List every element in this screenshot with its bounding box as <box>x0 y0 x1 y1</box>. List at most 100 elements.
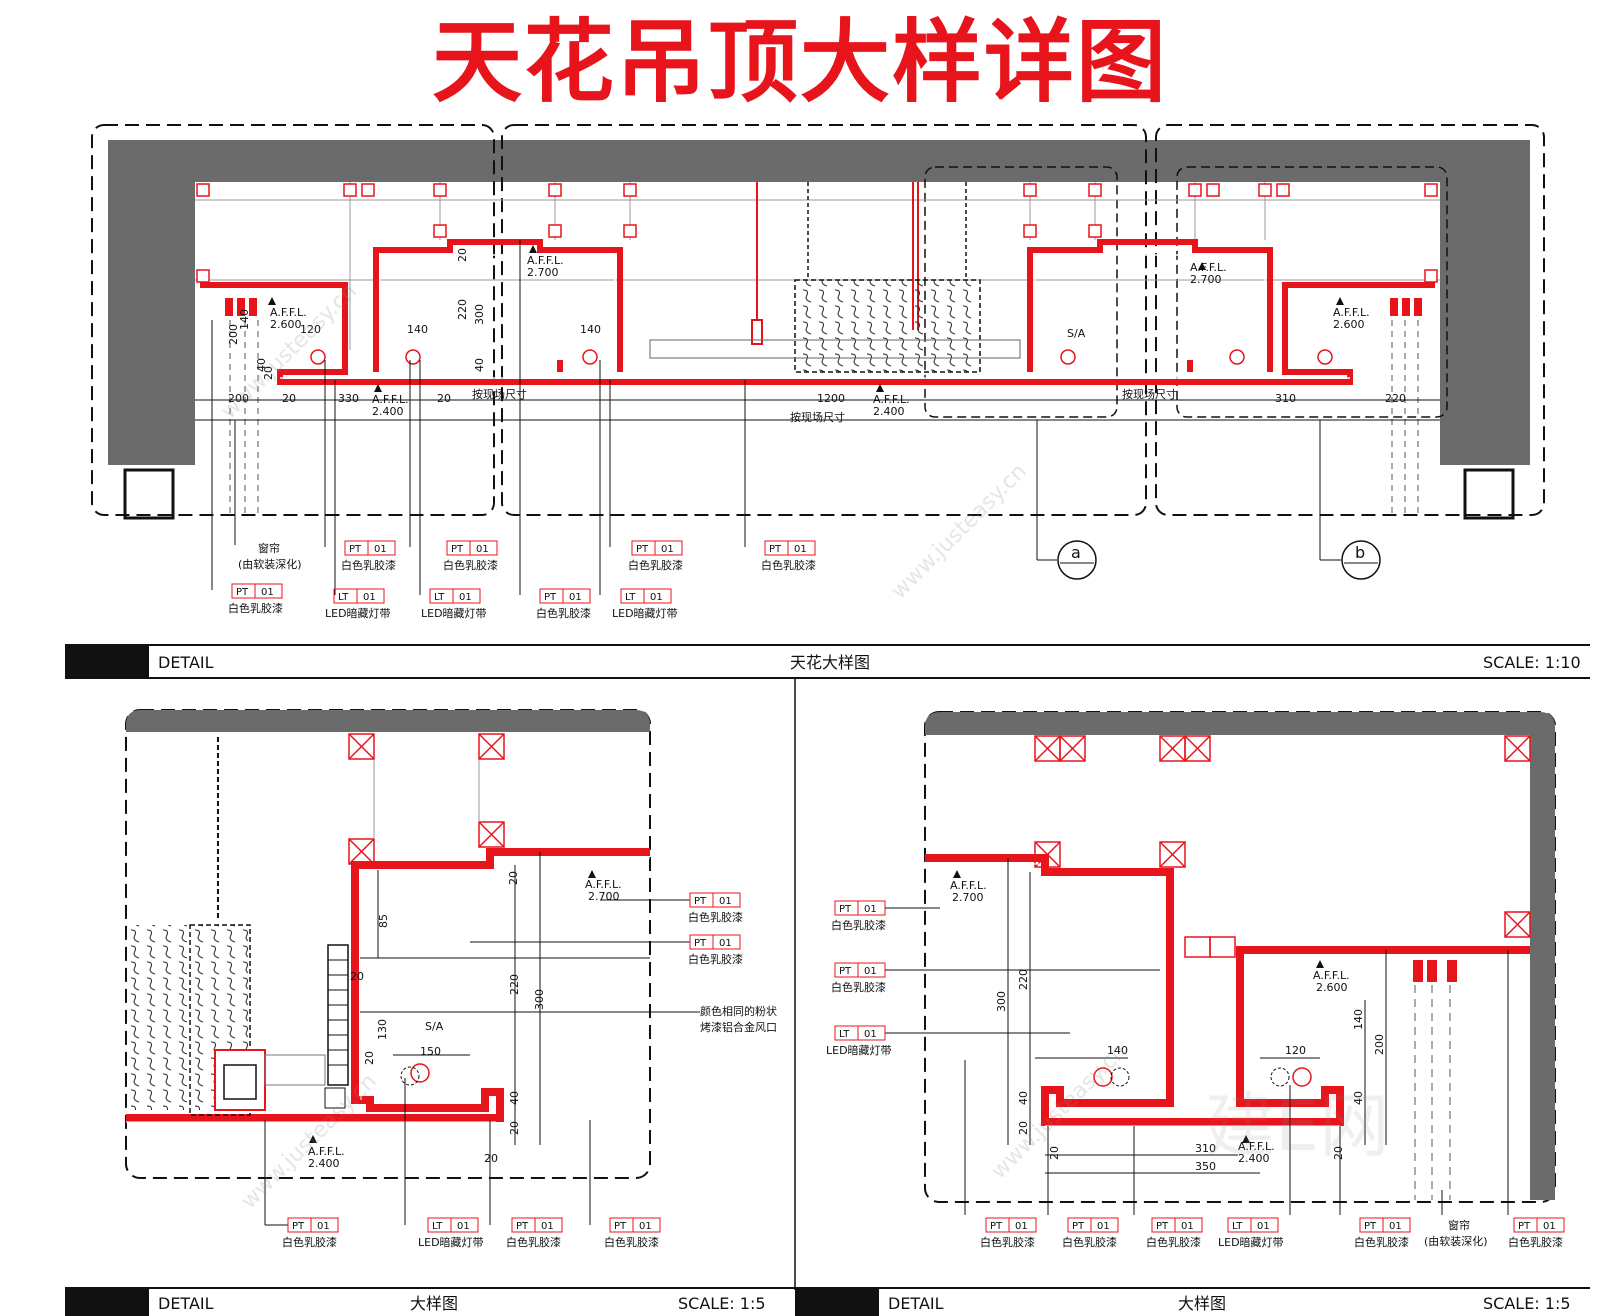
right-level-label-1: A.F.F.L. <box>950 879 987 892</box>
svg-text:01: 01 <box>864 904 877 915</box>
svg-text:PT: PT <box>544 592 557 603</box>
sa-label-left: S/A <box>425 1020 444 1033</box>
svg-text:01: 01 <box>650 592 663 603</box>
level-value-3: 2.400 <box>372 405 404 418</box>
left-dim-5: 300 <box>533 989 546 1010</box>
wall-top <box>108 140 1530 182</box>
dim-top-6: 200 <box>228 392 249 405</box>
left-level-label-1: A.F.F.L. <box>585 878 622 891</box>
right-dim-8: 350 <box>1195 1160 1216 1173</box>
svg-text:01: 01 <box>1389 1221 1402 1232</box>
svg-text:01: 01 <box>864 1029 877 1040</box>
level-label-1: A.F.F.L. <box>270 306 307 319</box>
left-level-label-2: A.F.F.L. <box>308 1145 345 1158</box>
right-dim-11: 200 <box>1373 1034 1386 1055</box>
right-level-value-2: 2.600 <box>1316 981 1348 994</box>
svg-text:PT: PT <box>839 904 852 915</box>
left-dim-4: 220 <box>508 974 521 995</box>
svg-text:01: 01 <box>476 544 489 555</box>
svg-text:01: 01 <box>719 896 732 907</box>
svg-text:LT: LT <box>434 592 445 603</box>
vent-note-2: 烤漆铝合金风口 <box>700 1020 777 1034</box>
svg-text:PT: PT <box>769 544 782 555</box>
ceiling-profile-top <box>200 239 1435 385</box>
svg-text:01: 01 <box>541 1221 554 1232</box>
svg-text:白色乳胶漆: 白色乳胶漆 <box>688 952 743 966</box>
sa-label-top: S/A <box>1067 327 1086 340</box>
level-label-5: A.F.F.L. <box>1190 261 1227 274</box>
dim-top-3: 40 <box>255 358 268 372</box>
section-callout-b <box>1341 540 1381 580</box>
dim-top-10: 140 <box>407 323 428 336</box>
top-title-bar: DETAIL 天花大样图 SCALE: 1:10 <box>65 644 1590 679</box>
svg-text:LED暗藏灯带: LED暗藏灯带 <box>1218 1235 1284 1249</box>
top-bar-center: 天花大样图 <box>790 653 870 672</box>
section-callout-a <box>1057 540 1097 580</box>
dim-top-5: 120 <box>300 323 321 336</box>
left-dim-2: 85 <box>377 914 390 928</box>
level-label-6: A.F.F.L. <box>1333 306 1370 319</box>
svg-text:PT: PT <box>839 966 852 977</box>
level-value-5: 2.700 <box>1190 273 1222 286</box>
svg-text:01: 01 <box>639 1221 652 1232</box>
top-section-drawing: A.F.F.L. 2.600 A.F.F.L. 2.700 A.F.F.L. 2… <box>91 124 1545 595</box>
svg-text:PT: PT <box>636 544 649 555</box>
right-bar-left: DETAIL <box>888 1294 944 1313</box>
tag-pt-right-b3: PT 01 白色乳胶漆 <box>1146 1217 1203 1249</box>
level-value-2: 2.700 <box>527 266 559 279</box>
dim-top-16: 按现场尺寸 <box>472 387 527 401</box>
svg-text:PT: PT <box>694 896 707 907</box>
right-dim-9: 120 <box>1285 1044 1306 1057</box>
dim-top-4: 20 <box>262 366 275 380</box>
svg-text:01: 01 <box>1097 1221 1110 1232</box>
svg-text:白色乳胶漆: 白色乳胶漆 <box>1146 1235 1201 1249</box>
svg-text:PT: PT <box>236 587 249 598</box>
svg-text:01: 01 <box>1181 1221 1194 1232</box>
watermark-logo-1: 建E网 <box>1205 1085 1389 1167</box>
svg-text:01: 01 <box>459 592 472 603</box>
wall-left <box>108 140 195 465</box>
right-title-bar: DETAIL 大样图 SCALE: 1:5 <box>795 1287 1590 1316</box>
svg-text:01: 01 <box>864 966 877 977</box>
dim-top-1: 140 <box>238 309 251 330</box>
right-dim-13: 20 <box>1332 1146 1345 1160</box>
right-dim-2: 220 <box>1017 969 1030 990</box>
svg-text:LT: LT <box>625 592 636 603</box>
svg-text:白色乳胶漆: 白色乳胶漆 <box>1062 1235 1117 1249</box>
level-label-2: A.F.F.L. <box>527 254 564 267</box>
svg-text:01: 01 <box>317 1221 330 1232</box>
svg-text:PT: PT <box>1072 1221 1085 1232</box>
dim-top-9: 20 <box>437 392 451 405</box>
svg-text:LED暗藏灯带: LED暗藏灯带 <box>826 1043 892 1057</box>
svg-text:PT: PT <box>349 544 362 555</box>
left-detail-drawing: A.F.F.L. 2.700 A.F.F.L. 2.400 20 85 20 2… <box>125 709 777 1226</box>
top-bar-left: DETAIL <box>158 653 214 672</box>
watermark-url-2: www.justeasy.cn <box>887 459 1032 604</box>
svg-text:LED暗藏灯带: LED暗藏灯带 <box>325 606 391 620</box>
dim-top-21: 按现场尺寸 <box>790 410 845 424</box>
right-level-value-1: 2.700 <box>952 891 984 904</box>
svg-text:白色乳胶漆: 白色乳胶漆 <box>228 601 283 615</box>
svg-text:PT: PT <box>1156 1221 1169 1232</box>
right-dim-1: 300 <box>995 991 1008 1012</box>
left-dim-6: 40 <box>508 1091 521 1105</box>
left-dim-7: 20 <box>508 1121 521 1135</box>
svg-text:LT: LT <box>432 1221 443 1232</box>
callout-b-label: b <box>1355 543 1365 562</box>
